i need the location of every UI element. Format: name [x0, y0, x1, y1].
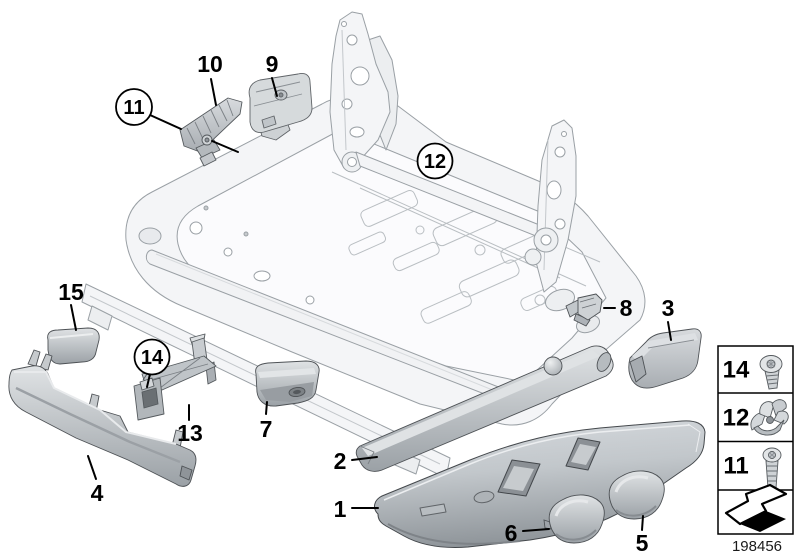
callout-11-circled: 11: [115, 88, 153, 126]
legend-label-12: 12: [723, 405, 750, 432]
drawing-number: 198456: [732, 538, 782, 555]
callout-14-circled: 14: [133, 338, 171, 376]
part-15-cover: [47, 327, 100, 365]
front-direction-arrow-icon: [724, 483, 788, 532]
spring-nut-clip-icon: [750, 399, 789, 436]
callout-13: 13: [177, 420, 203, 446]
backrest-bracket-left: [329, 11, 399, 173]
leader-lines: [70, 77, 672, 532]
seat-frame-lineart: [81, 11, 646, 479]
part-5-switch-cover: [608, 470, 665, 520]
callout-2: 2: [334, 448, 347, 474]
part-4-front-trim: [8, 349, 197, 487]
callout-10: 10: [197, 51, 223, 77]
callout-4: 4: [91, 480, 104, 506]
legend-label-11: 11: [723, 453, 748, 480]
callout-15: 15: [58, 279, 84, 305]
backrest-bracket-right: [524, 119, 601, 334]
callout-6: 6: [505, 520, 518, 546]
part-8-clip: [565, 293, 603, 327]
callout-5: 5: [636, 530, 649, 556]
callout-8: 8: [620, 295, 633, 321]
part-7-cover: [255, 360, 320, 407]
part-13-bracket: [133, 333, 217, 421]
part-2-rail-trim: [355, 345, 614, 472]
callout-1: 1: [334, 496, 347, 522]
callout-12-circled: 12: [416, 142, 454, 180]
legend-label-14: 14: [723, 357, 750, 384]
torx-bolt-icon: [762, 447, 782, 489]
part-1-seat-side-trim: [374, 420, 706, 548]
torx-screw-icon: [759, 355, 783, 390]
callout-14: 14: [141, 347, 164, 369]
callout-labels: 1 2 3 4 5 6 7 8 9 10 13 15 11 12 14: [58, 51, 674, 556]
callout-9: 9: [266, 51, 279, 77]
part-3-cover: [628, 328, 702, 389]
part-9-bracket: [248, 73, 313, 141]
fastener-legend: 14 12 11: [717, 345, 794, 535]
pan-holes: [138, 205, 315, 305]
callout-11: 11: [123, 97, 144, 119]
callout-7: 7: [260, 416, 273, 442]
callout-12: 12: [424, 151, 446, 173]
callout-3: 3: [662, 295, 675, 321]
part-6-switch-cover: [543, 494, 605, 544]
part-10-bracket: [179, 97, 243, 167]
